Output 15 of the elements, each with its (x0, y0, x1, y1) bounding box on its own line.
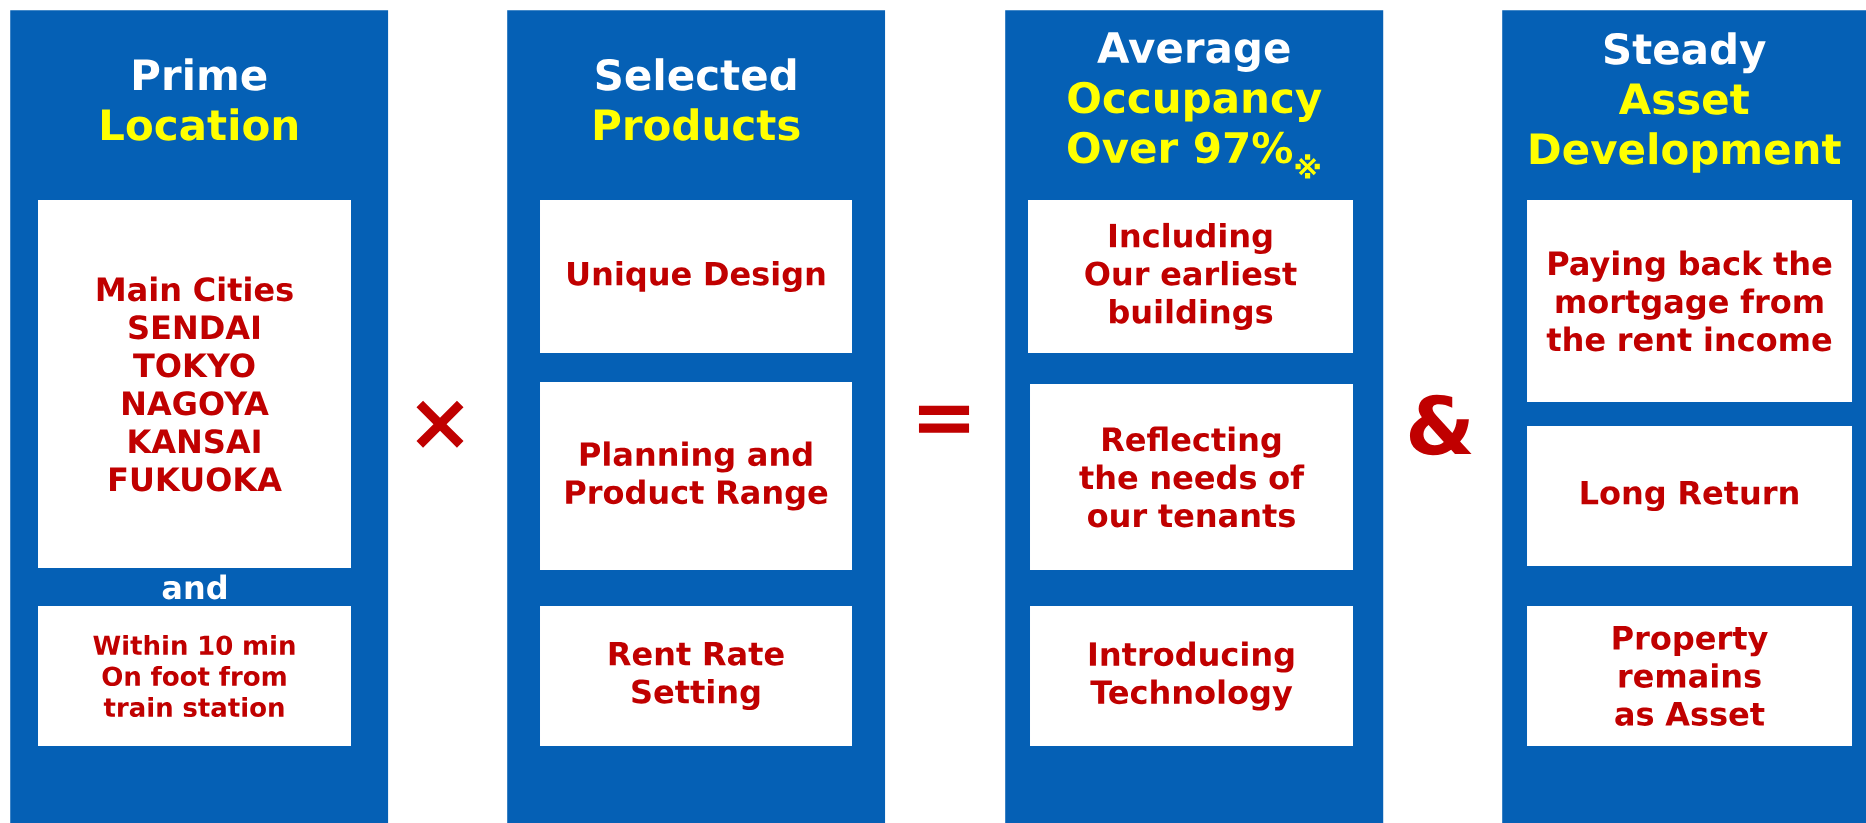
text-box: Including Our earliest buildings (1028, 200, 1353, 353)
text-box: Reflecting the needs of our tenants (1030, 384, 1353, 570)
text-box: Property remains as Asset (1527, 606, 1852, 746)
ampersand-sign: & (1409, 394, 1472, 456)
equals-sign: = (918, 405, 970, 433)
text-box: Planning and Product Range (540, 382, 852, 570)
multiply-sign: × (416, 400, 464, 448)
text-box: Within 10 min On foot from train station (38, 606, 351, 746)
text-box: Long Return (1527, 426, 1852, 566)
text-box: Introducing Technology (1030, 606, 1353, 746)
text-box: Rent Rate Setting (540, 606, 852, 746)
connector-word: and (162, 574, 226, 600)
text-box: Unique Design (540, 200, 852, 353)
text-box: Paying back the mortgage from the rent income (1527, 200, 1852, 402)
text-box: Main Cities SENDAI TOKYO NAGOYA KANSAI FUKUOKA (38, 200, 351, 568)
